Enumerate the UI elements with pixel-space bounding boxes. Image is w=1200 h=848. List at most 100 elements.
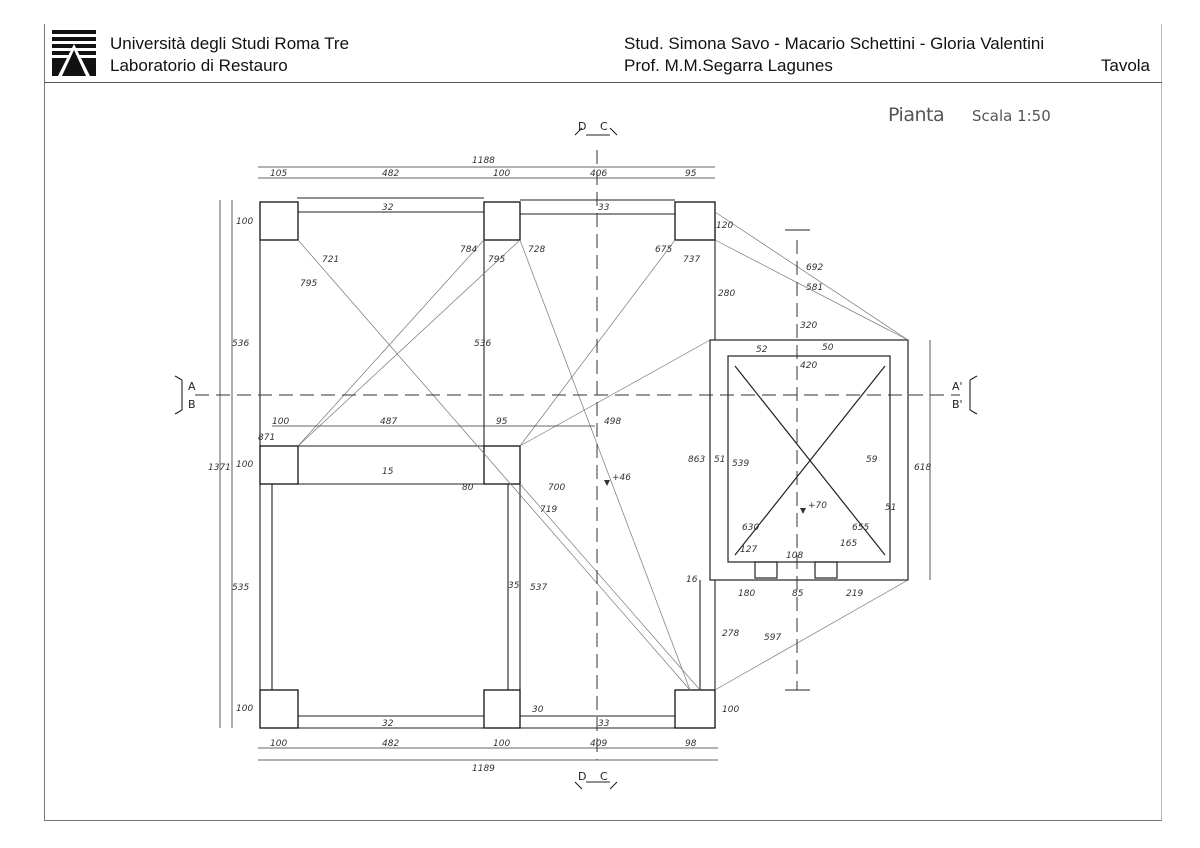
- dim-r-12: 655: [852, 523, 869, 533]
- dim-top-4: 406: [590, 169, 607, 179]
- dim-r-6: 51: [714, 455, 725, 465]
- dim-r-19: 16: [686, 575, 698, 585]
- dim-r-22: 120: [716, 221, 733, 231]
- dim-diag-12: 863: [688, 455, 705, 465]
- pillar-top-middle: [483, 201, 521, 241]
- frame-right-border: [1161, 24, 1162, 820]
- dim-r-14: 108: [786, 551, 803, 561]
- professor-name: Prof. M.M.Segarra Lagunes: [624, 56, 833, 75]
- section-label-b: B: [188, 398, 196, 411]
- dim-r-7: 539: [732, 459, 749, 469]
- dim-r-20: 278: [722, 629, 739, 639]
- dim-wall-7: 30: [532, 705, 544, 715]
- section-axes: [195, 150, 960, 760]
- level-triangle-1: [604, 480, 610, 486]
- dim-c-3: 80: [462, 483, 474, 493]
- dim-r-11: 630: [742, 523, 759, 533]
- level-triangle-2: [800, 508, 806, 514]
- pillar-top-right: [674, 201, 716, 241]
- section-label-a-prime: A': [952, 380, 963, 393]
- section-labels: D C D C A B A' B': [188, 120, 963, 783]
- dim-diag-4: 795: [488, 255, 505, 265]
- dim-diag-3: 784: [460, 245, 477, 255]
- dim-c-2: 537: [530, 583, 547, 593]
- title-block: Università degli Studi Roma Tre Laborato…: [44, 24, 1162, 83]
- university-logo-icon: [52, 30, 96, 76]
- dimension-lines: [219, 166, 931, 761]
- laboratory-name: Laboratorio di Restauro: [110, 56, 288, 75]
- dim-top-3: 100: [493, 169, 510, 179]
- dim-diag-5: 728: [528, 245, 545, 255]
- dim-diag-13: 597: [764, 633, 781, 643]
- pillar-bottom-left: [259, 689, 299, 729]
- dim-left-5: 100: [236, 704, 253, 714]
- dim-top-1: 105: [270, 169, 287, 179]
- dim-top-total: 1188: [472, 156, 495, 166]
- dim-top-5: 95: [685, 169, 697, 179]
- dim-left-1: 100: [236, 217, 253, 227]
- dim-wall-6: 35: [508, 581, 520, 591]
- dim-top-2: 482: [382, 169, 399, 179]
- dim-left-4: 535: [232, 583, 249, 593]
- dim-diag-7: 737: [683, 255, 700, 265]
- dim-left-total: 1371: [208, 463, 231, 473]
- level-mark-1: +46: [612, 473, 631, 483]
- dim-wall-2: 33: [598, 203, 610, 213]
- dim-c-4: 871: [258, 433, 275, 443]
- dim-bottom-total: 1189: [472, 764, 495, 774]
- dim-r-3: 420: [800, 361, 817, 371]
- dim-r-16: 180: [738, 589, 755, 599]
- level-mark-2: +70: [808, 501, 827, 511]
- dim-wall-1: 32: [382, 203, 394, 213]
- pillar-bottom-right: [674, 689, 716, 729]
- dim-diag-8: 692: [806, 263, 823, 273]
- dim-r-5: 50: [822, 343, 834, 353]
- dim-wall-3: 15: [382, 467, 394, 477]
- dim-mid-1: 100: [272, 417, 289, 427]
- dim-c-1: 536: [474, 339, 491, 349]
- dim-r-17: 85: [792, 589, 804, 599]
- section-label-c-top: C: [600, 120, 608, 133]
- dim-mid-2: 487: [380, 417, 397, 427]
- dim-r-15: 165: [840, 539, 857, 549]
- dim-bottom-2: 482: [382, 739, 399, 749]
- dim-bottom-4: 409: [590, 739, 607, 749]
- drawing-scale: Scala 1:50: [972, 107, 1051, 125]
- dim-r-10: 51: [885, 503, 896, 513]
- section-label-a: A: [188, 380, 196, 393]
- dim-diag-6: 675: [655, 245, 672, 255]
- dim-r-18: 219: [846, 589, 863, 599]
- dim-mid-3: 95: [496, 417, 508, 427]
- dim-r-9: 618: [914, 463, 931, 473]
- sheet-label: Tavola: [1100, 56, 1150, 75]
- pillar-bottom-middle: [483, 689, 521, 729]
- dim-diag-1: 721: [322, 255, 339, 265]
- frame-bottom-border: [44, 820, 1162, 821]
- section-markers: [174, 127, 978, 790]
- section-label-c-bottom: C: [600, 770, 608, 783]
- dim-r-8: 59: [866, 455, 878, 465]
- pillar-middle-left: [259, 445, 299, 485]
- section-label-b-prime: B': [952, 398, 963, 411]
- students-names: Stud. Simona Savo - Macario Schettini - …: [624, 34, 1045, 53]
- dim-left-3: 100: [236, 460, 253, 470]
- pillar-top-left: [259, 201, 299, 241]
- dimension-texts: 1188 105 482 100 406 95 1189 100 482 100…: [208, 156, 931, 774]
- dim-mid-4: 498: [604, 417, 621, 427]
- dim-bottom-5: 98: [685, 739, 697, 749]
- drawing-title: Pianta: [888, 104, 945, 126]
- dim-left-2: 536: [232, 339, 249, 349]
- university-name: Università degli Studi Roma Tre: [110, 34, 350, 53]
- section-label-d-top: D: [578, 120, 586, 133]
- section-label-d-bottom: D: [578, 770, 586, 783]
- dim-diag-9: 581: [806, 283, 823, 293]
- plan-pillars: [259, 201, 716, 729]
- level-triangles: [604, 480, 806, 514]
- dim-r-4: 52: [756, 345, 768, 355]
- dim-bottom-3: 100: [493, 739, 510, 749]
- annex-room: [709, 339, 909, 581]
- dim-diag-11: 700: [548, 483, 565, 493]
- dim-r-1: 280: [718, 289, 735, 299]
